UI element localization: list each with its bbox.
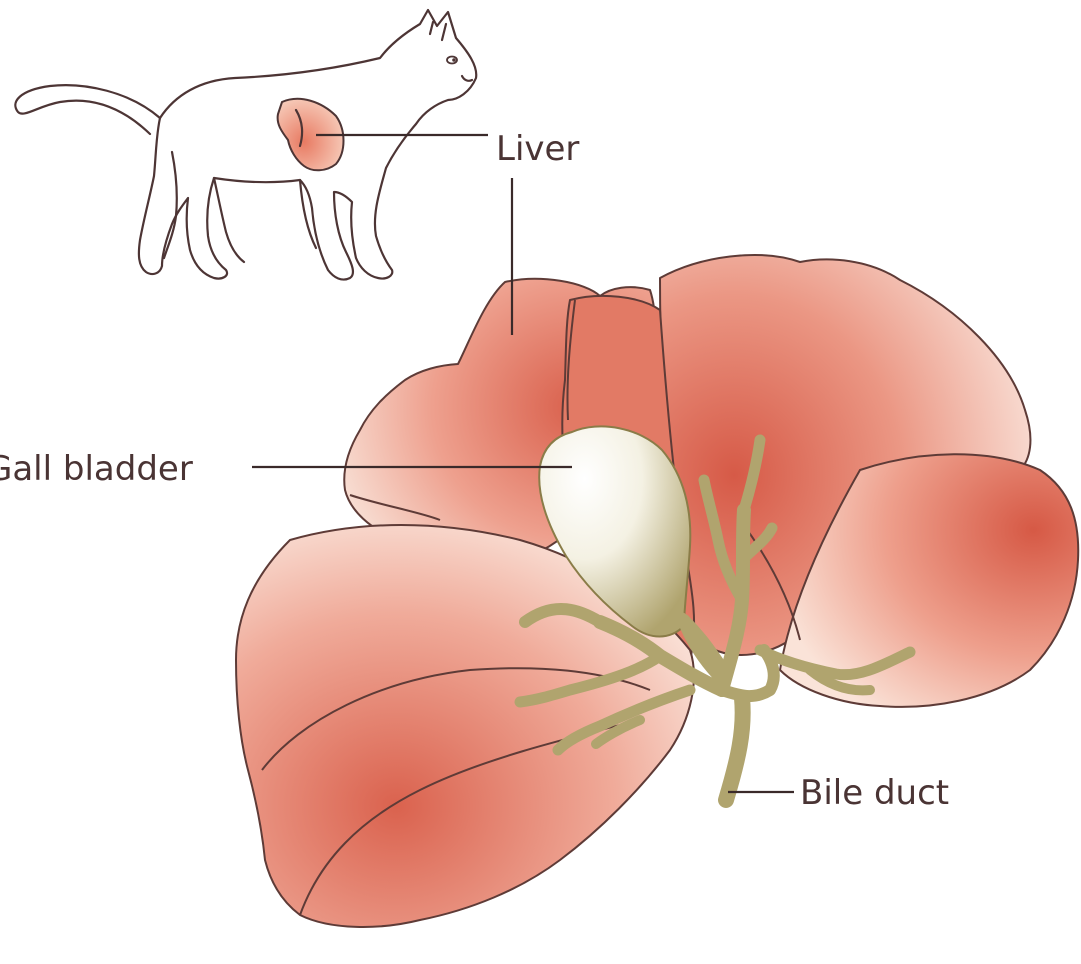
cat-tail bbox=[15, 85, 160, 134]
label-gall-bladder: Gall bladder bbox=[0, 449, 193, 489]
cat-whisker-detail bbox=[462, 76, 472, 81]
label-bile-duct-group: Bile duct bbox=[728, 773, 949, 813]
liver bbox=[236, 255, 1078, 927]
cat-leg-detail-1 bbox=[214, 178, 244, 262]
label-bile-duct: Bile duct bbox=[800, 773, 949, 813]
cat-illustration bbox=[15, 10, 476, 280]
label-liver: Liver bbox=[496, 129, 579, 169]
